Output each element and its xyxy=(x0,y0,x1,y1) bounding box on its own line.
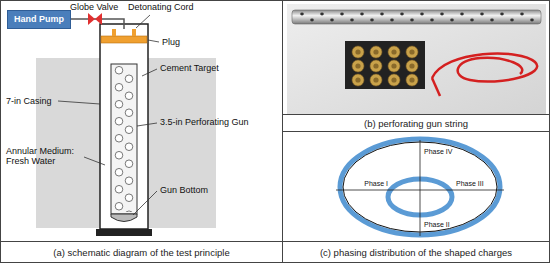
phase-axis xyxy=(336,190,504,191)
leader-line xyxy=(148,40,159,42)
detonating-cord xyxy=(432,54,537,82)
figure-panel: (c) phasing distribution of the shaped c… xyxy=(282,131,550,263)
shaped-charges xyxy=(349,45,421,87)
cord-stub xyxy=(132,29,136,36)
phase-axis xyxy=(420,140,421,236)
panel-caption: (b) perforating gun string xyxy=(283,114,549,131)
panel-caption: (a) schematic diagram of the test princi… xyxy=(1,241,282,262)
part-label: 7-in Casing xyxy=(6,96,52,106)
charge-tray xyxy=(345,41,425,89)
phase-label: Phase I xyxy=(364,180,388,188)
part-label: Globe Valve xyxy=(70,2,118,12)
casing-ring xyxy=(340,139,500,235)
casing xyxy=(100,24,148,229)
tube-holes xyxy=(296,10,536,24)
part-label: 3.5-in Perforating Gun xyxy=(160,117,249,127)
base-plate xyxy=(96,229,152,236)
gun-tube xyxy=(292,10,541,24)
part-label: Gun Bottom xyxy=(160,185,208,195)
part-label: Annular Medium: Fresh Water xyxy=(6,146,86,167)
photo-ground xyxy=(287,4,546,114)
process-box: Hand Pump xyxy=(7,10,71,29)
part-label: Plug xyxy=(162,37,180,47)
shaped-charges xyxy=(111,66,137,212)
cord-stub xyxy=(112,29,116,36)
leader-line xyxy=(142,69,157,76)
phase-label: Phase III xyxy=(456,180,484,188)
leader-line xyxy=(133,191,157,215)
leader-line xyxy=(137,123,157,126)
phase-label: Phase II xyxy=(424,221,450,229)
panel-caption: (c) phasing distribution of the shaped c… xyxy=(283,241,549,262)
part-label: Detonating Cord xyxy=(128,2,194,12)
globe-valve xyxy=(95,13,102,25)
box-label: Hand Pump xyxy=(14,14,64,24)
leader-line xyxy=(84,157,105,165)
figure-panel: (b) perforating gun string xyxy=(282,0,550,132)
formation-ground xyxy=(36,58,216,228)
phase-label: Phase IV xyxy=(424,148,452,156)
figure-panel: (a) schematic diagram of the test princi… xyxy=(0,0,283,263)
gun-bottom xyxy=(111,214,137,222)
leader-line xyxy=(136,15,150,28)
globe-valve xyxy=(88,13,95,25)
plug xyxy=(101,36,147,43)
detonating-cord xyxy=(432,78,440,96)
perforating-gun xyxy=(111,64,137,214)
part-label: Cement Target xyxy=(160,63,219,73)
leader-line xyxy=(58,101,100,104)
